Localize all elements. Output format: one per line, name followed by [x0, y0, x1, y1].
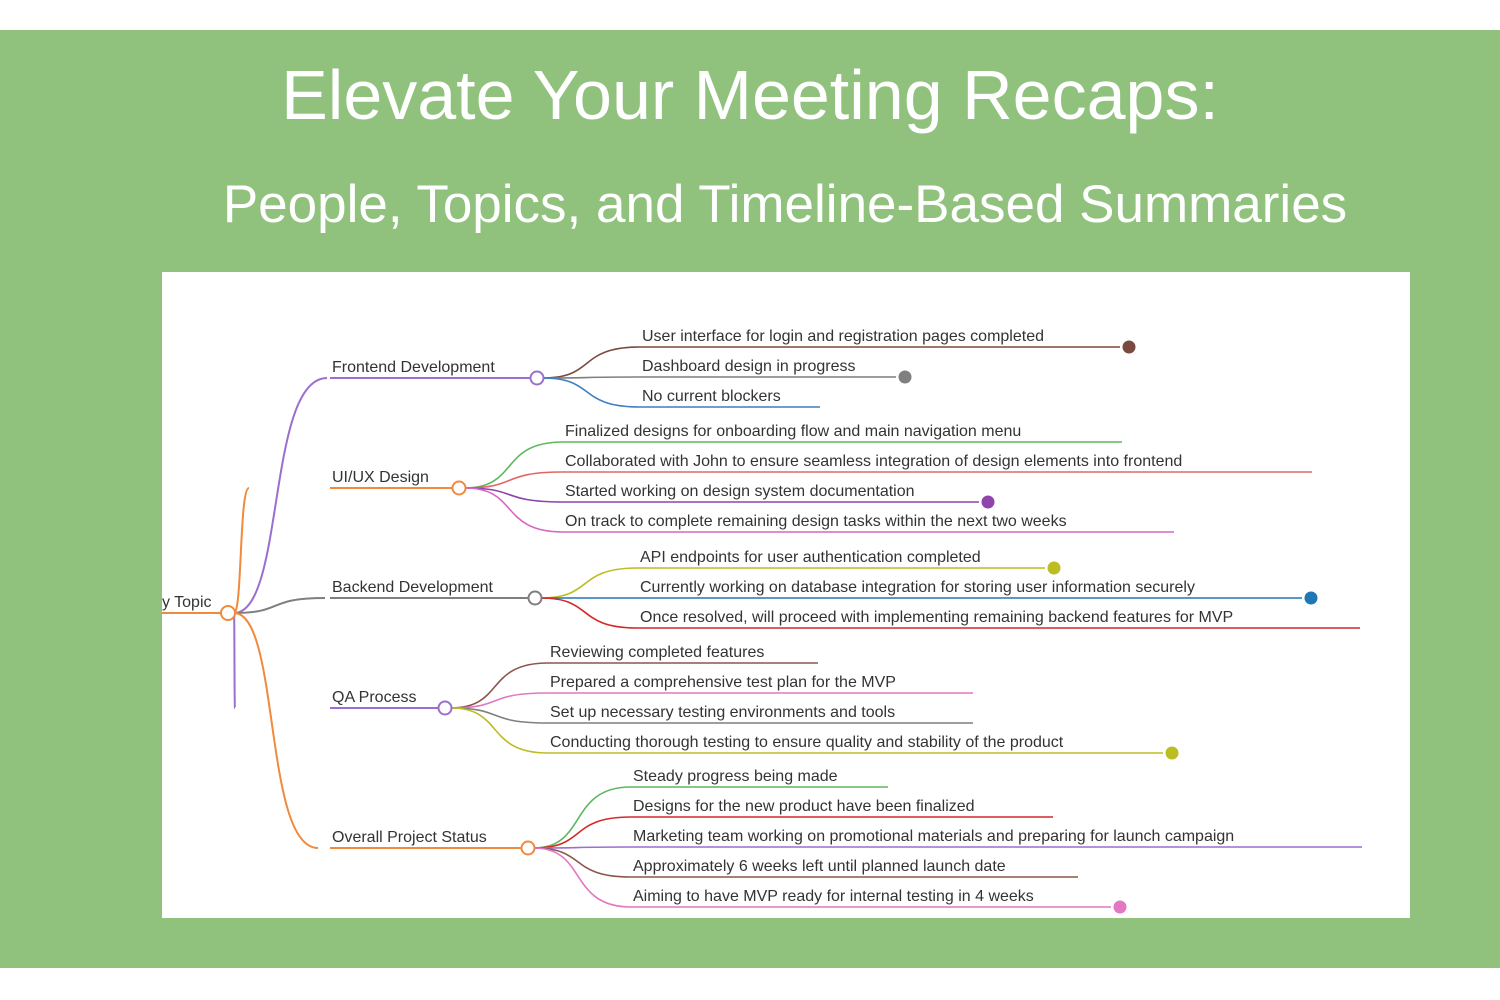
leaf-label: Steady progress being made [633, 768, 838, 785]
root-toggle[interactable] [220, 605, 236, 621]
branch-link [233, 612, 319, 849]
branch-link [233, 377, 328, 614]
collapsed-node-dot[interactable] [1304, 591, 1318, 605]
collapsed-node-dot[interactable] [1122, 340, 1136, 354]
branch-label: Overall Project Status [332, 829, 487, 846]
leaf-label: User interface for login and registratio… [642, 328, 1044, 345]
leaf-label: Collaborated with John to ensure seamles… [565, 453, 1182, 470]
branch-label: UI/UX Design [332, 469, 429, 486]
collapsed-node-dot[interactable] [1047, 561, 1061, 575]
root-label: y Topic [162, 594, 212, 611]
branch-label: Backend Development [332, 579, 494, 596]
leaf-link [464, 487, 564, 533]
branch-toggle[interactable] [520, 840, 536, 856]
leaf-link [533, 846, 632, 849]
leaf-label: Designs for the new product have been fi… [633, 798, 975, 815]
leaf-link [464, 441, 564, 489]
branch-toggle[interactable] [451, 480, 467, 496]
branch-toggle[interactable] [527, 590, 543, 606]
leaf-label: API endpoints for user authentication co… [640, 549, 981, 566]
mindmap: y Topic Frontend Development User interfac… [162, 328, 1362, 914]
leaf-link [533, 816, 632, 849]
leaf-link [542, 377, 641, 408]
leaf-link [450, 692, 549, 709]
branch-label: Frontend Development [332, 359, 495, 376]
branch-link [233, 487, 250, 614]
leaf-link [542, 346, 641, 379]
leaf-label: Approximately 6 weeks left until planned… [633, 858, 1006, 875]
collapsed-node-dot[interactable] [898, 370, 912, 384]
node-layer: y Topic Frontend Development User interfac… [162, 328, 1318, 914]
leaf-label: Conducting thorough testing to ensure qu… [550, 734, 1064, 751]
leaf-label: No current blockers [642, 388, 781, 405]
collapsed-node-dot[interactable] [1165, 746, 1179, 760]
leaf-label: Finalized designs for onboarding flow an… [565, 423, 1021, 440]
link-layer [162, 346, 1362, 908]
leaf-label: Currently working on database integratio… [640, 579, 1195, 596]
page-subtitle: People, Topics, and Timeline-Based Summa… [222, 175, 1348, 234]
leaf-label: Set up necessary testing environments an… [550, 704, 895, 721]
leaf-link [542, 376, 641, 379]
leaf-link [450, 707, 549, 724]
branch-label: QA Process [332, 689, 416, 706]
leaf-label: Reviewing completed features [550, 644, 764, 661]
leaf-link [533, 847, 632, 878]
leaf-label: Marketing team working on promotional ma… [633, 828, 1234, 845]
leaf-link [464, 471, 564, 489]
collapsed-node-dot[interactable] [1113, 900, 1127, 914]
leaf-label: Started working on design system documen… [565, 483, 915, 500]
branch-toggle[interactable] [437, 700, 453, 716]
leaf-link [533, 847, 632, 908]
leaf-link [450, 707, 549, 754]
leaf-label: On track to complete remaining design ta… [565, 513, 1067, 530]
branch-link [233, 612, 236, 709]
page-title: Elevate Your Meeting Recaps: [281, 56, 1219, 134]
leaf-label: Dashboard design in progress [642, 358, 855, 375]
branch-toggle[interactable] [529, 370, 545, 386]
leaf-link [464, 487, 564, 503]
leaf-link [450, 662, 549, 709]
leaf-link [540, 597, 639, 629]
leaf-label: Prepared a comprehensive test plan for t… [550, 674, 896, 691]
leaf-label: Once resolved, will proceed with impleme… [640, 609, 1233, 626]
mindmap-card: y Topic Frontend Development User interfac… [162, 272, 1410, 918]
collapsed-node-dot[interactable] [981, 495, 995, 509]
leaf-link [533, 786, 632, 849]
branch-link [233, 597, 326, 614]
leaf-label: Aiming to have MVP ready for internal te… [633, 888, 1034, 905]
leaf-link [540, 567, 639, 599]
